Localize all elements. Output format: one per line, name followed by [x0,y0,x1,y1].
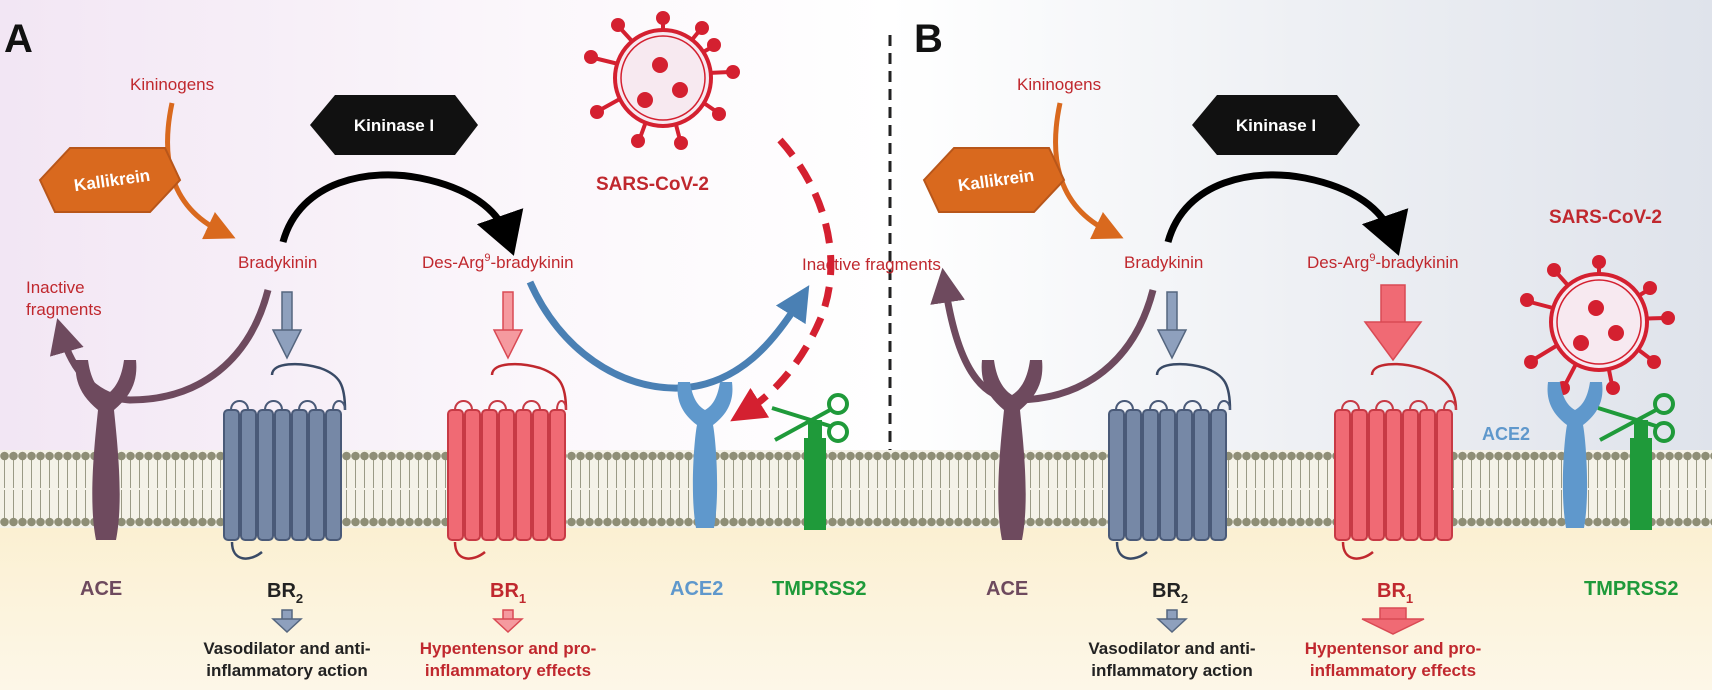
ace2-label: ACE2 [670,578,723,600]
bradykinin-label: Bradykinin [238,253,317,272]
tmprss2-label: TMPRSS2 [772,578,866,600]
kininogens-label: Kininogens [130,75,214,94]
ace2-receptor [677,382,733,528]
br1-effect-1: Hypentensor and pro- [420,639,597,658]
des-arg-bradykinin-label: Des-Arg9-bradykinin [422,252,574,272]
bradykinin-label-b: Bradykinin [1124,253,1203,272]
tmprss2-protein-b [1630,420,1652,530]
inactive-fragments-right: Inactive fragments [802,255,941,274]
br1-label: BR1 [490,580,526,606]
ace2-label-b: ACE2 [1482,424,1530,444]
panel-b-letter: B [914,17,943,61]
br1-effect-arrow [492,609,524,634]
tmprss2-protein [804,420,826,530]
kininogens-label-b: Kininogens [1017,75,1101,94]
panel-b: B Kininogens Kallikrein Kininase I Brady… [914,17,1678,680]
kallikrein-enzyme-b: Kallikrein [922,147,1066,213]
kininase-label: Kininase I [354,116,434,135]
virus-label: SARS-CoV-2 [596,174,709,195]
ace-receptor-b [981,360,1043,540]
virus-label-b: SARS-CoV-2 [1549,207,1662,228]
br1-effect-arrow-b [1361,607,1425,635]
des-arg-to-br1-arrow-b [1363,284,1423,362]
ace-label-b: ACE [986,578,1028,600]
bradykinin-to-br2-arrow [271,291,303,360]
kininase-conversion-arrow [279,171,524,256]
scissors-icon-b [1597,393,1675,443]
tmprss2-label-b: TMPRSS2 [1584,578,1678,600]
des-arg-to-br1-arrow [492,291,524,360]
cytoplasm [0,528,1712,690]
inactive-fragments-left-2: fragments [26,300,102,319]
sars-cov-2-virus-b [1520,255,1675,395]
inactive-fragments-left-1: Inactive [26,278,85,297]
panel-a: A Kininogens Kallikrein Kininase I Brady… [4,11,941,680]
br2-receptor-b [1108,362,1232,560]
kininase-enzyme: Kininase I [310,95,478,155]
kininase-label-b: Kininase I [1236,116,1316,135]
kininase-enzyme-b: Kininase I [1192,95,1360,155]
kininase-conversion-arrow-b [1164,171,1409,256]
br2-effect-1-b: Vasodilator and anti- [1088,639,1255,658]
panel-a-background [0,0,890,450]
br2-label: BR2 [267,580,303,606]
br2-effect-arrow-b [1156,609,1188,634]
virus-binding-arrow [730,137,835,422]
br2-label-b: BR2 [1152,580,1188,606]
kallikrein-enzyme: Kallikrein [38,147,182,213]
br2-effect-2-b: inflammatory action [1091,661,1253,680]
br1-label-b: BR1 [1377,580,1413,606]
bradykinin-to-br2-arrow-b [1156,291,1188,360]
br2-effect-2: inflammatory action [206,661,368,680]
br1-effect-1-b: Hypentensor and pro- [1305,639,1482,658]
scissors-icon [771,393,849,443]
br2-effect-arrow [271,609,303,634]
br1-effect-2-b: inflammatory effects [1310,661,1476,680]
ace2-receptor-b [1547,382,1603,528]
ace-receptor [75,360,137,540]
br2-effect-1: Vasodilator and anti- [203,639,370,658]
panel-a-letter: A [4,17,33,61]
br1-receptor-b [1334,362,1458,560]
br1-receptor [447,362,568,560]
br1-effect-2: inflammatory effects [425,661,591,680]
des-arg-bradykinin-label-b: Des-Arg9-bradykinin [1307,252,1459,272]
ace-label: ACE [80,578,122,600]
br2-receptor [223,362,347,560]
sars-cov-2-virus [584,11,740,150]
